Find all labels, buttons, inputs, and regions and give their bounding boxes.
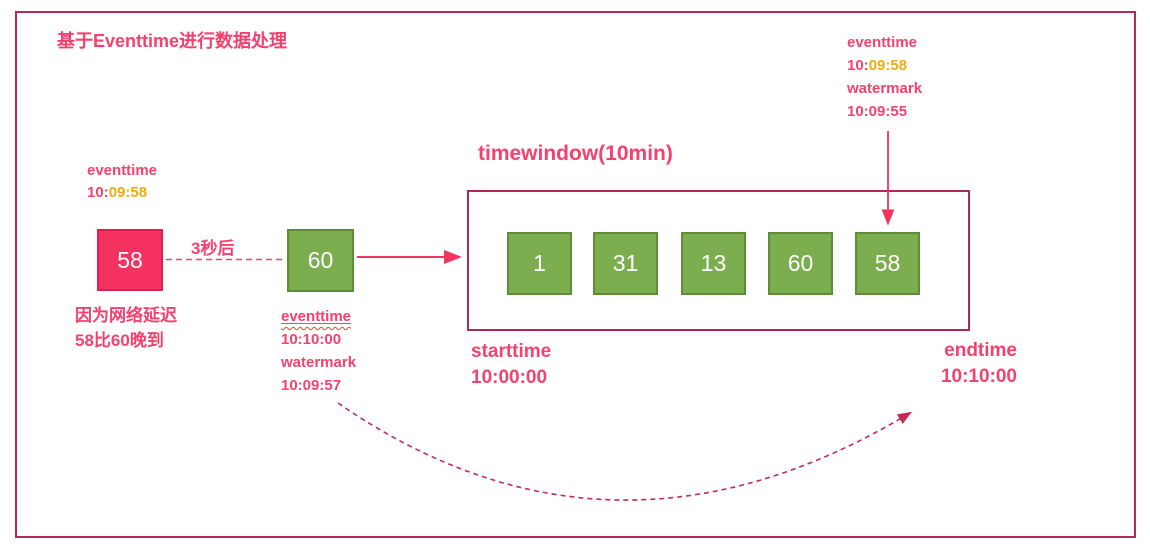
- endtime-label: endtime: [944, 340, 1017, 361]
- left-eventtime-annotation: eventtime 10:09:58: [87, 160, 157, 204]
- window-box-13: 13: [681, 232, 746, 295]
- note-line-1: 因为网络延迟: [75, 306, 177, 325]
- timewindow-rect: [467, 190, 970, 331]
- topright-annotation: eventtime 10:09:58 watermark 10:09:55: [847, 31, 922, 123]
- event60-watermark-label: watermark: [281, 354, 357, 371]
- topright-eventtime-label: eventtime: [847, 34, 918, 51]
- left-eventtime-highlight: 09:58: [108, 184, 148, 201]
- topright-eventtime-highlight: 09:58: [868, 57, 908, 74]
- event-box-60: 60: [287, 229, 354, 292]
- topright-watermark-value: 10:09:55: [847, 103, 908, 120]
- window-box-58: 58: [855, 232, 920, 295]
- endtime-value: 10:10:00: [940, 366, 1017, 387]
- curved-arrow-watermark-to-endtime: [337, 402, 913, 501]
- network-delay-note: 因为网络延迟 58比60晚到: [75, 303, 177, 353]
- starttime-value: 10:00:00: [471, 367, 548, 388]
- window-box-60: 60: [768, 232, 833, 295]
- window-box-31: 31: [593, 232, 658, 295]
- event-box-58: 58: [97, 229, 163, 291]
- starttime-label: starttime: [471, 341, 552, 362]
- left-eventtime-label: eventtime: [87, 162, 158, 179]
- event60-eventtime-label: eventtime: [281, 308, 352, 325]
- topright-watermark-label: watermark: [847, 80, 923, 97]
- event60-watermark-value: 10:09:57: [281, 377, 342, 394]
- topright-eventtime-value: 10:09:58: [847, 57, 908, 74]
- delay-label: 3秒后: [191, 239, 235, 258]
- left-eventtime-value: 10:09:58: [87, 184, 148, 201]
- timewindow-title: timewindow(10min): [478, 142, 673, 165]
- note-line-2: 58比60晚到: [75, 331, 164, 350]
- page-title: 基于Eventtime进行数据处理: [57, 31, 288, 51]
- event60-eventtime-value: 10:10:00: [281, 331, 342, 348]
- endtime-annotation: endtime 10:10:00: [850, 338, 1017, 390]
- window-box-1: 1: [507, 232, 572, 295]
- event60-annotation: eventtime 10:10:00 watermark 10:09:57: [281, 305, 356, 397]
- starttime-annotation: starttime 10:00:00: [471, 339, 551, 391]
